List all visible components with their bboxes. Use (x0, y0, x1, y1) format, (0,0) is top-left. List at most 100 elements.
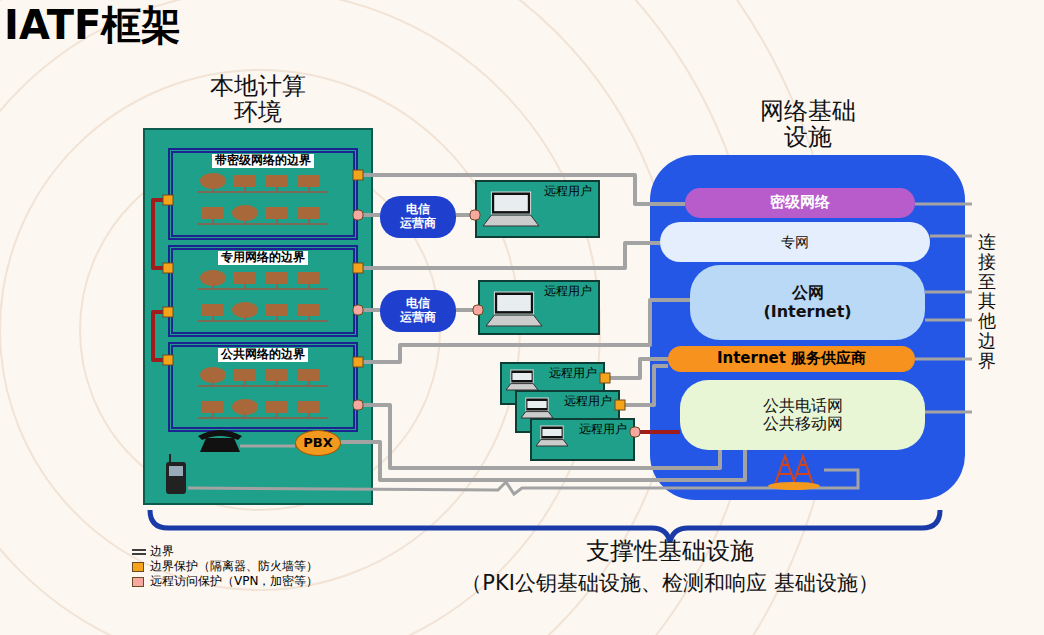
lan-host (298, 272, 320, 284)
outbound-link (925, 291, 972, 294)
boundary-protection (163, 307, 173, 317)
laptop-screen (541, 426, 563, 439)
lan-drop (276, 182, 278, 192)
lan-host (298, 175, 320, 187)
lan-bus (198, 223, 328, 225)
node-label: 专网 (781, 234, 809, 250)
cell-tower (775, 456, 795, 484)
legend-text: 远程访问保护（VPN，加密等） (150, 575, 318, 589)
lan-drop (244, 311, 246, 321)
laptop-display (494, 195, 528, 211)
legend-text: 边界 (150, 545, 174, 559)
remote-access-protection (353, 305, 363, 315)
legend-row: 边界保护（隔离器、防火墙等） (132, 559, 318, 574)
legend-row: 边界 (132, 544, 318, 559)
laptop-base (506, 384, 538, 390)
boundary-protection (353, 170, 363, 180)
node-label: 远程用户 (579, 423, 627, 437)
network-link (456, 308, 478, 312)
background-arc (0, 0, 600, 635)
cell-tower (793, 456, 813, 484)
laptop-screen (494, 292, 533, 314)
lan-drop (212, 214, 214, 224)
lan-drop (244, 214, 246, 224)
lan-drop (308, 214, 310, 224)
region-heading: 网络基础 设施 (752, 98, 864, 151)
boundary-protection (615, 400, 625, 410)
laptop-display (497, 295, 531, 311)
wireless-link (188, 470, 858, 494)
lan-host (298, 304, 320, 316)
lan-host (202, 207, 224, 219)
lan-drop (244, 182, 246, 192)
network-link (456, 213, 475, 217)
lan-drop (212, 182, 214, 192)
phone-cord (240, 445, 295, 448)
side-note: 连接至其他边界 (978, 232, 996, 371)
node-label: 电信 运营商 (398, 297, 438, 325)
lan-drop (276, 214, 278, 224)
node-label: 公网 (Internet) (760, 284, 855, 321)
outbound-link (915, 203, 972, 206)
network-link (358, 308, 380, 312)
lan-host (298, 401, 320, 413)
remote-access-protection (353, 400, 363, 410)
lan-drop (244, 279, 246, 289)
lan-drop (212, 408, 214, 418)
node-label: 远程用户 (549, 367, 597, 381)
support-heading: 支撑性基础设施 (440, 538, 900, 566)
lan-host (266, 272, 288, 284)
lan-host (202, 304, 224, 316)
outbound-link (930, 235, 972, 238)
node-label: 专用网络的边界 (218, 251, 308, 265)
lan-drop (308, 311, 310, 321)
boundary-protection (600, 373, 610, 383)
region-heading: 本地计算 环境 (202, 73, 314, 126)
node-label: 电信 运营商 (398, 203, 438, 231)
lan-hub (200, 270, 226, 286)
mobile-screen (169, 466, 183, 476)
lan-host (266, 304, 288, 316)
lan-drop (308, 408, 310, 418)
lan-host (266, 369, 288, 381)
outbound-link (915, 358, 972, 361)
remote-access-protection (630, 427, 640, 437)
node-label: 公共网络的边界 (218, 348, 308, 362)
node-label: PBX (303, 436, 332, 451)
laptop-display (542, 429, 561, 436)
node-label: 远程用户 (544, 285, 592, 299)
lan-bus (198, 320, 328, 322)
laptop-base (483, 215, 539, 226)
remote-access-protection (473, 305, 483, 315)
remote-access-protection (470, 210, 480, 220)
lan-drop (276, 311, 278, 321)
network-link (635, 430, 680, 434)
local-environment-panel: 本地计算 环境带密级网络的边界专用网络的边界公共网络的边界PBX (143, 128, 373, 505)
lan-host (234, 175, 256, 187)
legend-text: 边界保护（隔离器、防火墙等） (150, 560, 318, 574)
laptop-display (512, 373, 531, 380)
lan-drop (308, 182, 310, 192)
laptop-base (536, 440, 568, 446)
lan-drop (212, 311, 214, 321)
isp-band: Internet 服务供应商 (668, 346, 915, 372)
lan-hub (200, 173, 226, 189)
network-link (358, 213, 380, 217)
lan-host (266, 175, 288, 187)
network-link (358, 243, 660, 268)
lan-hub (232, 205, 258, 221)
network-link (341, 442, 745, 480)
internet-cloud: 公网 (Internet) (690, 265, 925, 340)
outbound-link (925, 319, 972, 322)
lan-drop (244, 408, 246, 418)
lan-drop (276, 376, 278, 386)
boundary-box: 公共网络的边界 (168, 342, 358, 432)
lan-drop (212, 376, 214, 386)
title-text: IATF框架 (4, 0, 181, 53)
network-link (153, 312, 168, 360)
lan-drop (276, 408, 278, 418)
lan-drop (244, 376, 246, 386)
phone-network-cloud: 公共电话网 公共移动网 (680, 380, 925, 450)
